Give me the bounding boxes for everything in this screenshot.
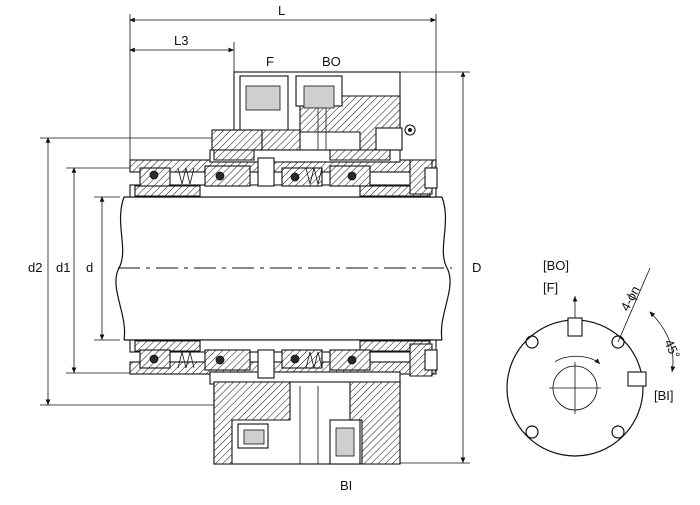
dimension-d2: d2 xyxy=(28,137,215,406)
end-view-bo-label: [BO] xyxy=(543,258,569,273)
dim-d1-label: d1 xyxy=(56,260,70,275)
end-view-angle-label: 45° xyxy=(661,337,683,361)
dim-L3-label: L3 xyxy=(174,33,188,48)
shaft xyxy=(115,196,452,341)
lower-seal-assembly xyxy=(129,339,438,465)
end-view-bi-label: [BI] xyxy=(654,388,674,403)
end-view-holes-label: 4-ϕn xyxy=(617,283,642,313)
dim-D-label: D xyxy=(472,260,481,275)
upper-seal-assembly xyxy=(129,71,438,198)
dim-d2-label: d2 xyxy=(28,260,42,275)
port-BI-label: BI xyxy=(340,478,352,493)
dimension-D: D xyxy=(400,71,481,464)
port-F-slot xyxy=(567,317,583,337)
dimension-d1: d1 xyxy=(56,167,130,374)
dim-d-label: d xyxy=(86,260,93,275)
port-BO-label: BO xyxy=(322,54,341,69)
dim-L-label: L xyxy=(278,3,285,18)
port-BI-slot xyxy=(627,371,647,387)
port-F-label: F xyxy=(266,54,274,69)
end-view: [BO] [F] [BI] 4-ϕn 45° xyxy=(506,258,683,457)
dimension-d: d xyxy=(86,196,120,341)
dimension-L: L xyxy=(129,3,437,165)
dimension-L3: L3 xyxy=(129,33,235,75)
end-view-f-label: [F] xyxy=(543,280,558,295)
